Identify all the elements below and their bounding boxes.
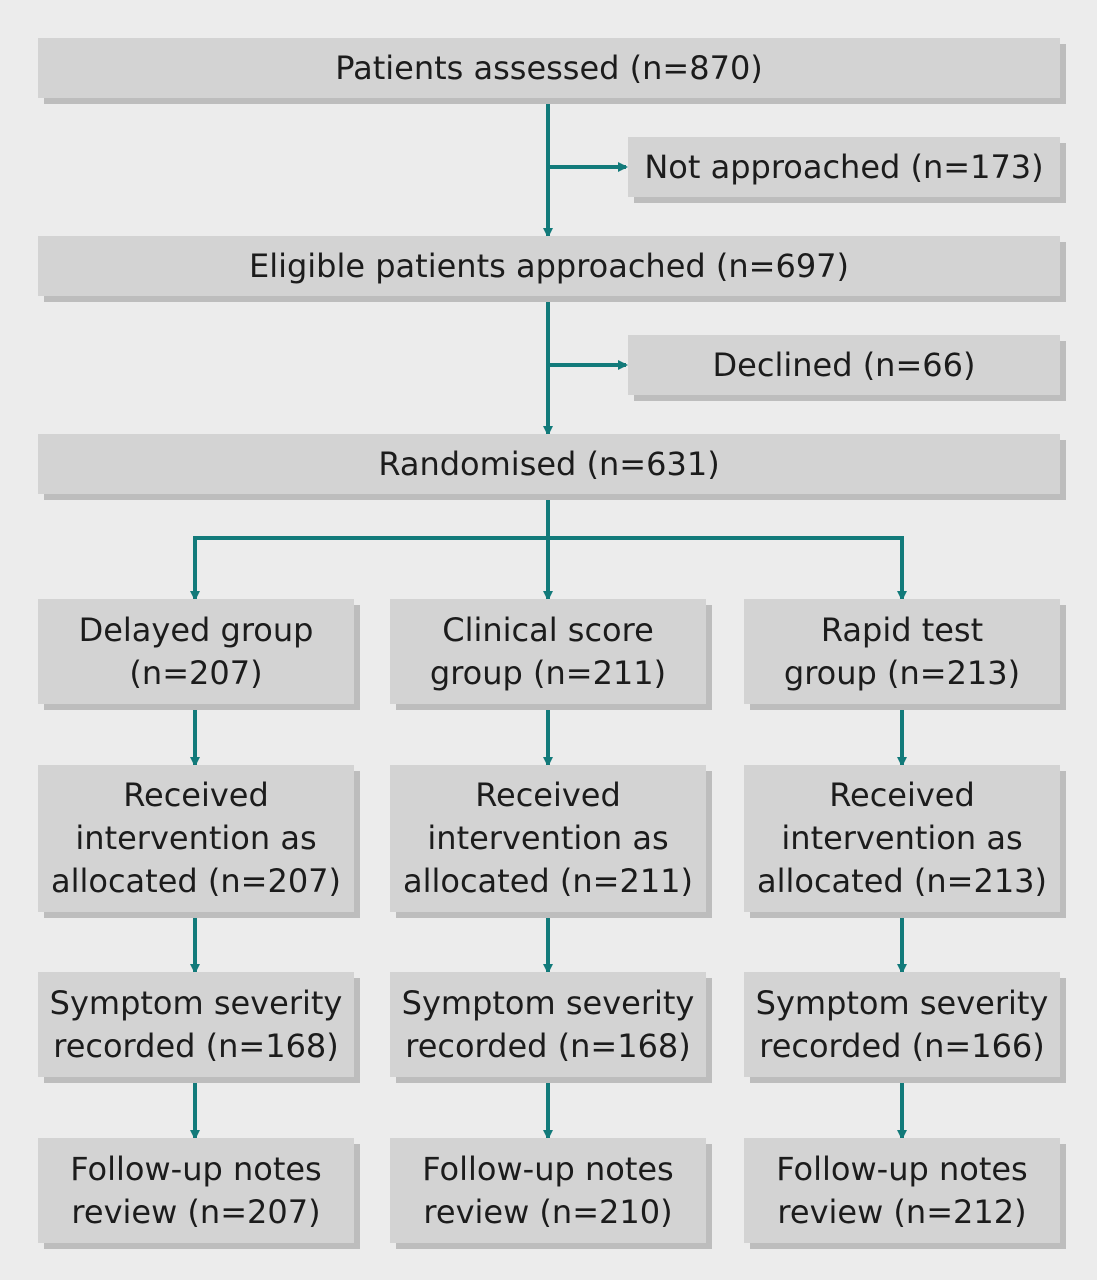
box-clinical-symptom: Symptom severity recorded (n=168) (390, 972, 706, 1077)
box-line: group (n=211) (429, 653, 667, 692)
box-label: Eligible patients approached (n=697) (248, 246, 850, 285)
box-label: Patients assessed (n=870) (335, 48, 763, 87)
box-line: intervention as (427, 819, 669, 857)
box-line: review (n=210) (423, 1192, 673, 1231)
box-label: Declined (n=66) (712, 345, 976, 384)
box-line: recorded (n=168) (53, 1026, 339, 1065)
box-declined: Declined (n=66) (628, 335, 1060, 395)
box-delayed-followup: Follow-up notes review (n=207) (38, 1138, 354, 1243)
box-line: Symptom severity (755, 983, 1049, 1022)
box-rapid-group: Rapid test group (n=213) (744, 599, 1060, 704)
box-delayed-group: Delayed group (n=207) (38, 599, 354, 704)
box-clinical-group: Clinical score group (n=211) (390, 599, 706, 704)
box-line: allocated (n=213) (756, 862, 1048, 900)
box-randomised: Randomised (n=631) (38, 434, 1060, 494)
box-line: group (n=213) (783, 653, 1021, 692)
box-rapid-symptom: Symptom severity recorded (n=166) (744, 972, 1060, 1077)
box-clinical-followup: Follow-up notes review (n=210) (390, 1138, 706, 1243)
box-line: allocated (n=211) (402, 862, 694, 900)
box-line: Follow-up notes (776, 1149, 1028, 1188)
box-label: Not approached (n=173) (644, 147, 1044, 186)
box-line: intervention as (781, 819, 1023, 857)
box-line: recorded (n=166) (759, 1026, 1045, 1065)
box-line: (n=207) (129, 653, 263, 692)
box-label: Randomised (n=631) (378, 444, 720, 483)
box-rapid-received: Received intervention as allocated (n=21… (744, 765, 1060, 912)
box-not-approached: Not approached (n=173) (628, 137, 1060, 197)
box-line: review (n=212) (777, 1192, 1027, 1231)
box-line: Received (829, 776, 975, 814)
box-line: Clinical score (442, 610, 654, 649)
box-line: review (n=207) (71, 1192, 321, 1231)
box-line: Rapid test (820, 610, 984, 649)
box-line: intervention as (75, 819, 317, 857)
box-line: Received (475, 776, 621, 814)
box-delayed-received: Received intervention as allocated (n=20… (38, 765, 354, 912)
box-patients-assessed: Patients assessed (n=870) (38, 38, 1060, 98)
box-line: Received (123, 776, 269, 814)
box-line: Symptom severity (401, 983, 695, 1022)
box-clinical-received: Received intervention as allocated (n=21… (390, 765, 706, 912)
arrow-randomised-to-delayed (190, 536, 548, 601)
box-line: allocated (n=207) (50, 862, 342, 900)
box-line: Follow-up notes (422, 1149, 674, 1188)
box-line: recorded (n=168) (405, 1026, 691, 1065)
box-rapid-followup: Follow-up notes review (n=212) (744, 1138, 1060, 1243)
box-delayed-symptom: Symptom severity recorded (n=168) (38, 972, 354, 1077)
arrow-randomised-to-rapid (548, 536, 907, 601)
box-line: Follow-up notes (70, 1149, 322, 1188)
box-line: Symptom severity (49, 983, 343, 1022)
box-eligible-approached: Eligible patients approached (n=697) (38, 236, 1060, 296)
box-line: Delayed group (78, 610, 314, 649)
